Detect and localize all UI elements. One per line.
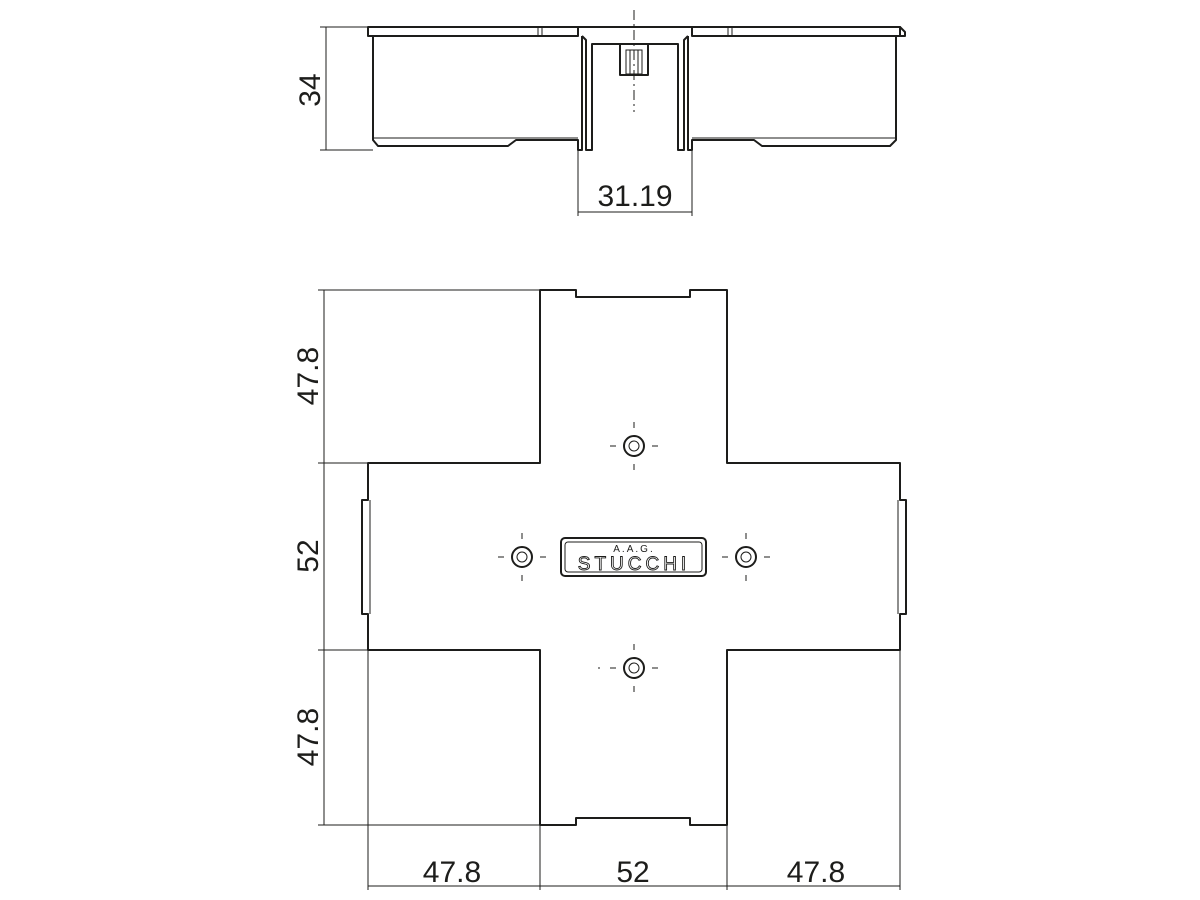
dim-channel-width-label: 31.19 xyxy=(597,180,672,213)
side-view-right-box xyxy=(687,36,897,151)
dim-left-stack: 47.8 52 47.8 xyxy=(292,289,540,826)
dim-left-bottom-label: 47.8 xyxy=(292,708,325,766)
logo-small-text: A.A.G. xyxy=(613,544,654,555)
side-view-lid-right xyxy=(692,26,906,37)
dim-bottom-middle-label: 52 xyxy=(616,856,649,889)
side-view-left-box xyxy=(372,36,583,151)
logo-plate: A.A.G. STUCCHI xyxy=(560,537,707,577)
dim-bottom-left-label: 47.8 xyxy=(423,856,481,889)
dim-bottom-stack: 47.8 52 47.8 xyxy=(367,650,901,890)
dim-left-middle-label: 52 xyxy=(292,539,325,572)
mounting-hole-bottom xyxy=(598,644,658,692)
dim-side-height-label: 34 xyxy=(294,73,327,106)
side-view: 34 31.19 xyxy=(294,10,906,216)
side-view-channel xyxy=(581,35,689,151)
top-view: A.A.G. STUCCHI 47.8 52 47.8 47.8 52 47.8 xyxy=(292,289,907,890)
dim-side-height: 34 xyxy=(294,26,373,151)
dim-bottom-right-label: 47.8 xyxy=(787,856,845,889)
dim-left-top-label: 47.8 xyxy=(292,347,325,405)
mounting-hole-right xyxy=(722,533,770,581)
mounting-hole-top xyxy=(610,422,658,470)
dim-channel-width: 31.19 xyxy=(577,150,693,216)
logo-brand-text: STUCCHI xyxy=(578,554,690,575)
mounting-hole-left xyxy=(498,533,546,581)
